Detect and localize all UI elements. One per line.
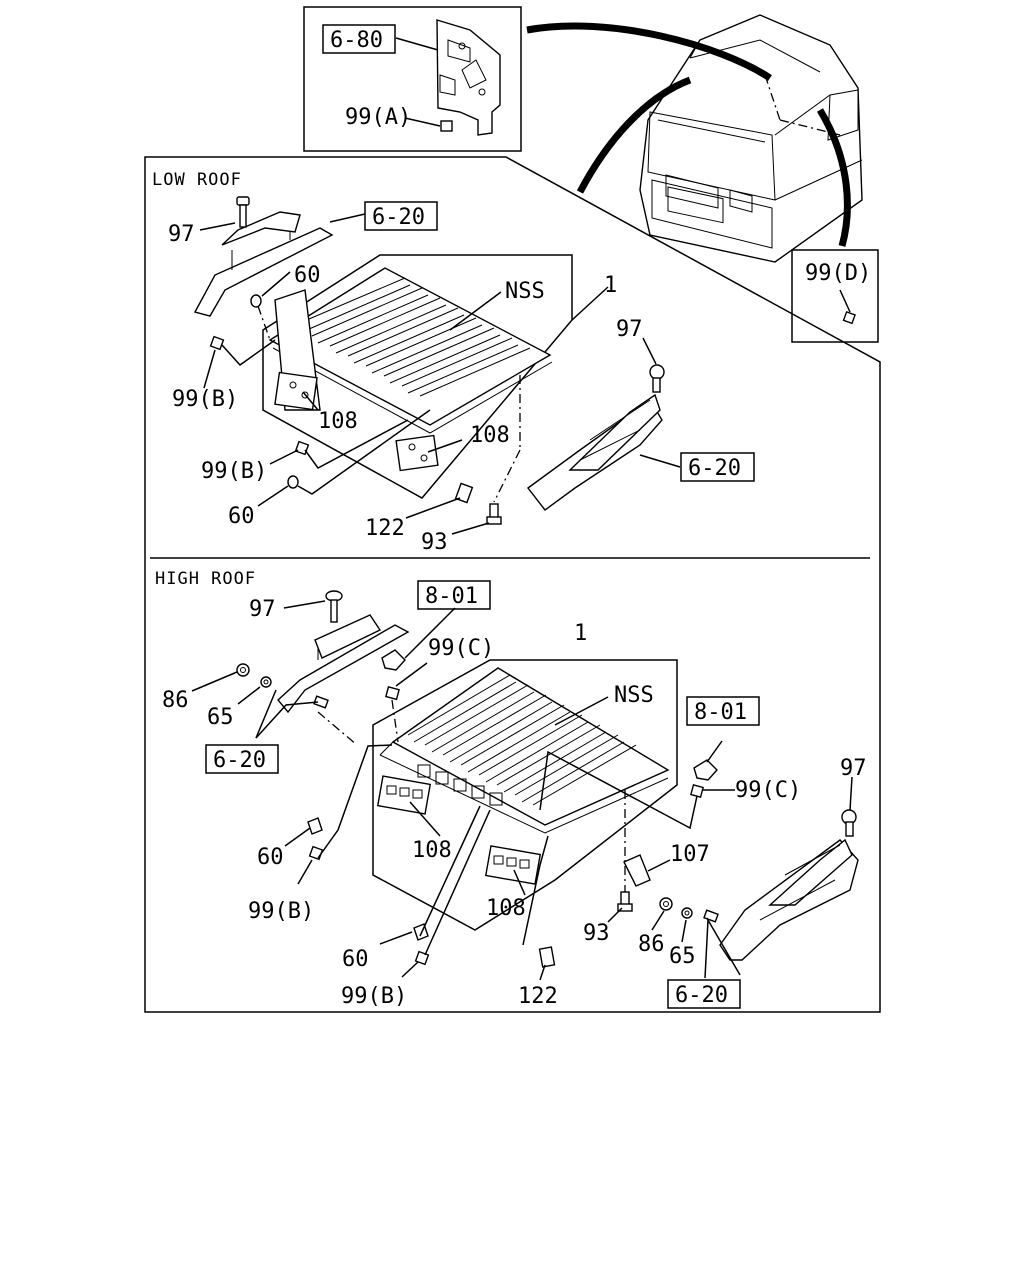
callout-high-97-right: 97 — [840, 756, 867, 781]
main-section-frame — [144, 156, 881, 1013]
high-plug-60-upper — [307, 817, 323, 835]
high-nut-86-left — [236, 663, 250, 677]
ref-box-low-6-20-top[interactable]: 6-20 — [364, 201, 438, 231]
callout-low-93: 93 — [421, 530, 448, 555]
svg-text:6-20: 6-20 — [372, 205, 425, 230]
high-clip-99b-upper — [308, 845, 324, 861]
truck-cab-drawing — [639, 14, 863, 263]
high-bracket-right — [703, 909, 719, 923]
high-cap-8-01-top — [381, 649, 406, 671]
callout-high-99c-right: 99(C) — [735, 778, 801, 803]
svg-text:6-80: 6-80 — [330, 28, 383, 53]
callout-high-60-lower: 60 — [342, 947, 369, 972]
callout-low-nss: NSS — [505, 279, 545, 304]
callout-high-60-upper: 60 — [257, 845, 284, 870]
high-nut-86-right — [659, 897, 673, 911]
callout-high-nss: NSS — [614, 683, 654, 708]
callout-high-65-left: 65 — [207, 705, 234, 730]
leader-curve-6-80 — [526, 22, 772, 81]
callout-high-86-right: 86 — [638, 932, 665, 957]
callout-low-97-right: 97 — [616, 317, 643, 342]
leader-curve-right-fin — [816, 108, 851, 247]
callout-low-108-left: 108 — [318, 409, 358, 434]
high-roof-enclosure — [372, 659, 678, 931]
ref-box-low-6-20-right[interactable]: 6-20 — [680, 452, 755, 482]
ref-box-high-6-20-bottom[interactable]: 6-20 — [667, 979, 741, 1009]
ref-box-6-80[interactable]: 6-80 — [322, 24, 396, 54]
svg-text:6-20: 6-20 — [213, 748, 266, 773]
high-bracket-108-left — [376, 775, 432, 815]
low-plate-108-right — [395, 434, 439, 472]
high-bracket-107 — [623, 854, 651, 887]
callout-high-93: 93 — [583, 921, 610, 946]
bracket-6-80-drawing — [436, 19, 501, 136]
callout-high-99c-top: 99(C) — [428, 636, 494, 661]
ref-box-high-6-20-left[interactable]: 6-20 — [205, 744, 279, 774]
high-right-rail — [719, 838, 859, 961]
callout-99a: 99(A) — [345, 105, 411, 130]
callout-high-99b-lower: 99(B) — [341, 984, 407, 1009]
low-bolt-97-left — [236, 196, 250, 228]
high-pad-122 — [538, 946, 556, 968]
low-pad-122 — [454, 482, 474, 504]
ref-box-high-8-01-top[interactable]: 8-01 — [417, 580, 491, 610]
section-title-low-roof: LOW ROOF — [152, 170, 242, 190]
svg-text:6-20: 6-20 — [688, 456, 741, 481]
callout-low-122: 122 — [365, 516, 405, 541]
high-washer-65-right — [681, 907, 693, 919]
high-bracket-108-right — [484, 845, 542, 885]
callout-high-97-left: 97 — [249, 597, 276, 622]
low-bolt-93 — [486, 503, 502, 525]
high-bolt-97-right — [841, 809, 857, 837]
svg-text:8-01: 8-01 — [425, 584, 478, 609]
callout-high-108-left: 108 — [412, 838, 452, 863]
high-bolt-97-left — [325, 590, 343, 623]
callout-high-1: 1 — [574, 621, 587, 646]
high-clip-99c-top — [385, 686, 400, 701]
high-clip-99c-right — [690, 784, 704, 798]
callout-high-107: 107 — [670, 842, 710, 867]
section-title-high-roof: HIGH ROOF — [155, 569, 256, 589]
inset-frame-6-80 — [303, 6, 522, 152]
callout-high-99b-upper: 99(B) — [248, 899, 314, 924]
callout-high-65-right: 65 — [669, 944, 696, 969]
high-bracket-left — [313, 695, 329, 709]
high-roof-panel — [379, 667, 670, 834]
callout-low-108-right: 108 — [470, 423, 510, 448]
callout-low-1: 1 — [604, 273, 617, 298]
callout-low-99b-left: 99(B) — [172, 387, 238, 412]
callout-99d: 99(D) — [805, 261, 871, 286]
low-clip-99b-left — [209, 335, 225, 351]
low-right-rail — [527, 393, 663, 511]
callout-high-108-right: 108 — [486, 896, 526, 921]
svg-text:6-20: 6-20 — [675, 983, 728, 1008]
low-bolt-97-right — [649, 364, 665, 393]
callout-low-99b-mid: 99(B) — [201, 459, 267, 484]
low-roof-panel — [268, 267, 553, 434]
callout-low-97-left: 97 — [168, 222, 195, 247]
leader-curve-left-fin — [576, 76, 692, 194]
callout-high-122: 122 — [518, 984, 558, 1009]
callout-high-86-left: 86 — [162, 688, 189, 713]
callout-low-60-bottom: 60 — [228, 504, 255, 529]
ref-box-high-8-01-right[interactable]: 8-01 — [686, 696, 760, 726]
high-plug-60-lower — [413, 923, 429, 941]
low-left-rail — [193, 211, 334, 317]
high-left-rail — [277, 614, 410, 714]
low-plug-60-top — [250, 294, 262, 308]
high-cap-8-01-right — [693, 759, 718, 781]
clip-99d — [842, 310, 856, 325]
low-plate-108-left-b — [274, 371, 318, 411]
high-bolt-93 — [617, 891, 633, 912]
callout-low-60-top: 60 — [294, 263, 321, 288]
inset-frame-99d — [791, 249, 879, 343]
high-washer-65-left — [260, 676, 272, 688]
svg-text:8-01: 8-01 — [694, 700, 747, 725]
low-plug-60-bottom — [287, 475, 299, 489]
